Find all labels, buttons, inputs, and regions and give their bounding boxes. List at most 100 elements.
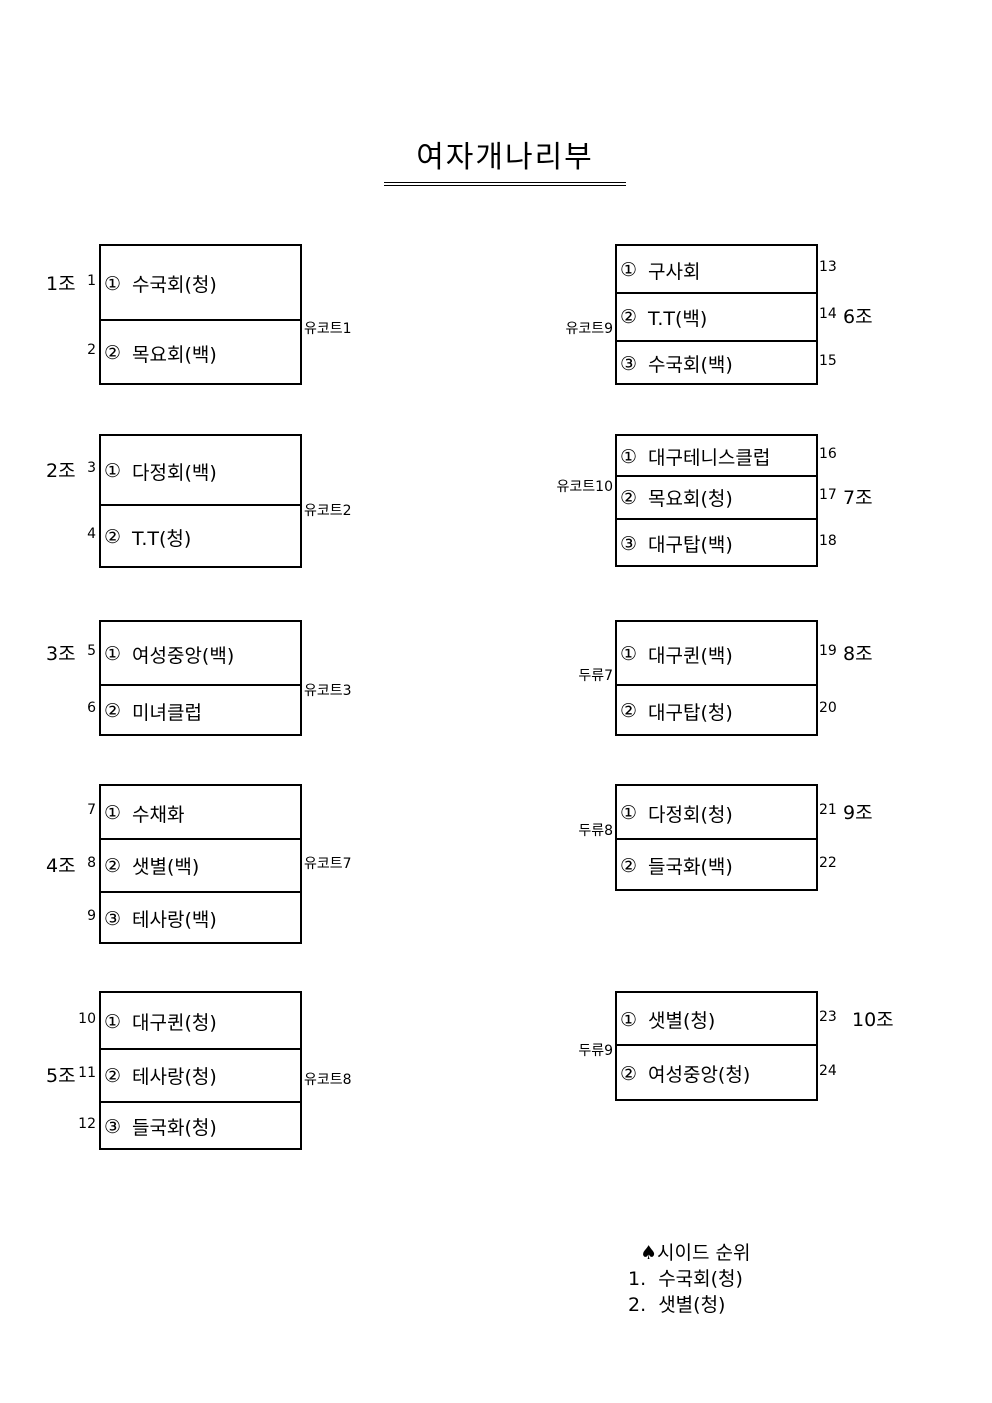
team-number-mark: ① — [104, 643, 122, 665]
seed-number: 14 — [819, 306, 837, 322]
court-label: 유코트9 — [565, 321, 613, 337]
seed-ranking-title: 시이드 순위 — [657, 1242, 751, 1264]
team-number-mark: ① — [620, 445, 638, 468]
court-label: 유코트1 — [304, 321, 352, 337]
seed-number: 8 — [87, 854, 96, 871]
title-underline — [384, 182, 626, 183]
team-name: T.T(청) — [132, 527, 192, 550]
team-name: 대구테니스클럽 — [648, 447, 771, 469]
group-label: 6조 — [843, 306, 873, 328]
team-row: ③ 테사랑(백) — [101, 891, 300, 944]
seed-number: 10 — [78, 1010, 96, 1027]
team-number-mark: ② — [104, 854, 122, 877]
group-box: ① 다정회(백) ② T.T(청) — [99, 434, 302, 568]
seed-number: 1 — [87, 272, 96, 289]
team-row: ① 수국회(청) — [101, 246, 300, 321]
seed-number: 5 — [87, 643, 96, 659]
group-label: 2조 — [46, 460, 76, 482]
team-number-mark: ② — [104, 1064, 122, 1087]
team-name: 미녀클럽 — [132, 701, 202, 724]
seed-number: 21 — [819, 802, 837, 818]
group-label: 8조 — [843, 643, 873, 665]
seed-number: 6 — [87, 700, 96, 716]
court-label: 유코트10 — [556, 479, 613, 495]
team-name: 목요회(청) — [648, 488, 733, 510]
team-name: 대구퀸(청) — [132, 1012, 217, 1034]
team-name: 여성중앙(백) — [132, 644, 235, 667]
team-row: ① 대구퀸(청) — [101, 993, 300, 1050]
group-box: ① 여성중앙(백) ② 미녀클럽 — [99, 620, 302, 736]
team-row: ② 샛별(백) — [101, 838, 300, 891]
seed-number: 13 — [819, 259, 837, 275]
team-name: 수국회(청) — [132, 274, 217, 296]
team-row: ① 여성중앙(백) — [101, 622, 300, 686]
team-name: 다정회(백) — [132, 461, 217, 484]
seed-number: 22 — [819, 854, 837, 871]
court-label: 두류8 — [578, 823, 613, 839]
seed-number: 15 — [819, 352, 837, 369]
team-number-mark: ① — [104, 1010, 122, 1033]
team-number-mark: ② — [104, 526, 122, 548]
team-number-mark: ③ — [104, 1115, 122, 1138]
team-number-mark: ② — [104, 700, 122, 722]
team-number-mark: ① — [104, 802, 122, 824]
page-title: 여자개나리부 — [416, 140, 594, 175]
team-name: 들국화(청) — [132, 1117, 217, 1139]
team-row: ② T.T(청) — [101, 504, 300, 568]
team-number-mark: ③ — [620, 532, 638, 555]
team-number-mark: ① — [620, 802, 638, 824]
team-number-mark: ① — [620, 643, 638, 665]
team-name: 샛별(청) — [648, 1010, 716, 1032]
seed-number: 11 — [78, 1064, 96, 1081]
seed-number: 3 — [87, 460, 96, 476]
seed-number: 20 — [819, 700, 837, 716]
seed-number: 16 — [819, 445, 837, 462]
team-name: 샛별(백) — [132, 856, 200, 878]
team-name: 다정회(청) — [648, 803, 733, 826]
court-label: 두류9 — [578, 1043, 613, 1059]
court-label: 유코트8 — [304, 1072, 352, 1088]
team-name: 테사랑(백) — [132, 909, 217, 931]
group-label: 9조 — [843, 802, 873, 824]
team-name: 목요회(백) — [132, 343, 217, 366]
team-number-mark: ① — [620, 1008, 638, 1031]
team-row: ③ 들국화(청) — [101, 1101, 300, 1150]
seed-ranking-item: 2. 샛별(청) — [628, 1294, 726, 1316]
group-label: 10조 — [852, 1008, 894, 1031]
seed-ranking: ♠시이드 순위 1. 수국회(청) 2. 샛별(청) — [628, 1240, 751, 1318]
team-row: ① 다정회(청) — [617, 786, 816, 840]
group-label: 1조 — [46, 272, 76, 295]
team-name: 구사회 — [648, 260, 701, 283]
team-number-mark: ① — [104, 272, 122, 295]
team-number-mark: ③ — [104, 907, 122, 930]
team-row: ① 샛별(청) — [617, 993, 816, 1046]
team-number-mark: ① — [104, 460, 122, 482]
team-number-mark: ② — [620, 1062, 638, 1085]
team-number-mark: ② — [620, 700, 638, 722]
group-label: 7조 — [843, 486, 873, 509]
team-row: ① 대구테니스클럽 — [617, 436, 816, 477]
court-label: 유코트7 — [304, 856, 352, 872]
seed-number: 23 — [819, 1008, 837, 1025]
seed-number: 9 — [87, 907, 96, 924]
spade-icon: ♠ — [640, 1242, 658, 1264]
seed-number: 18 — [819, 532, 837, 549]
seed-number: 2 — [87, 342, 96, 358]
seed-ranking-item: 1. 수국회(청) — [628, 1268, 743, 1290]
team-number-mark: ② — [620, 854, 638, 877]
group-label: 3조 — [46, 643, 76, 665]
